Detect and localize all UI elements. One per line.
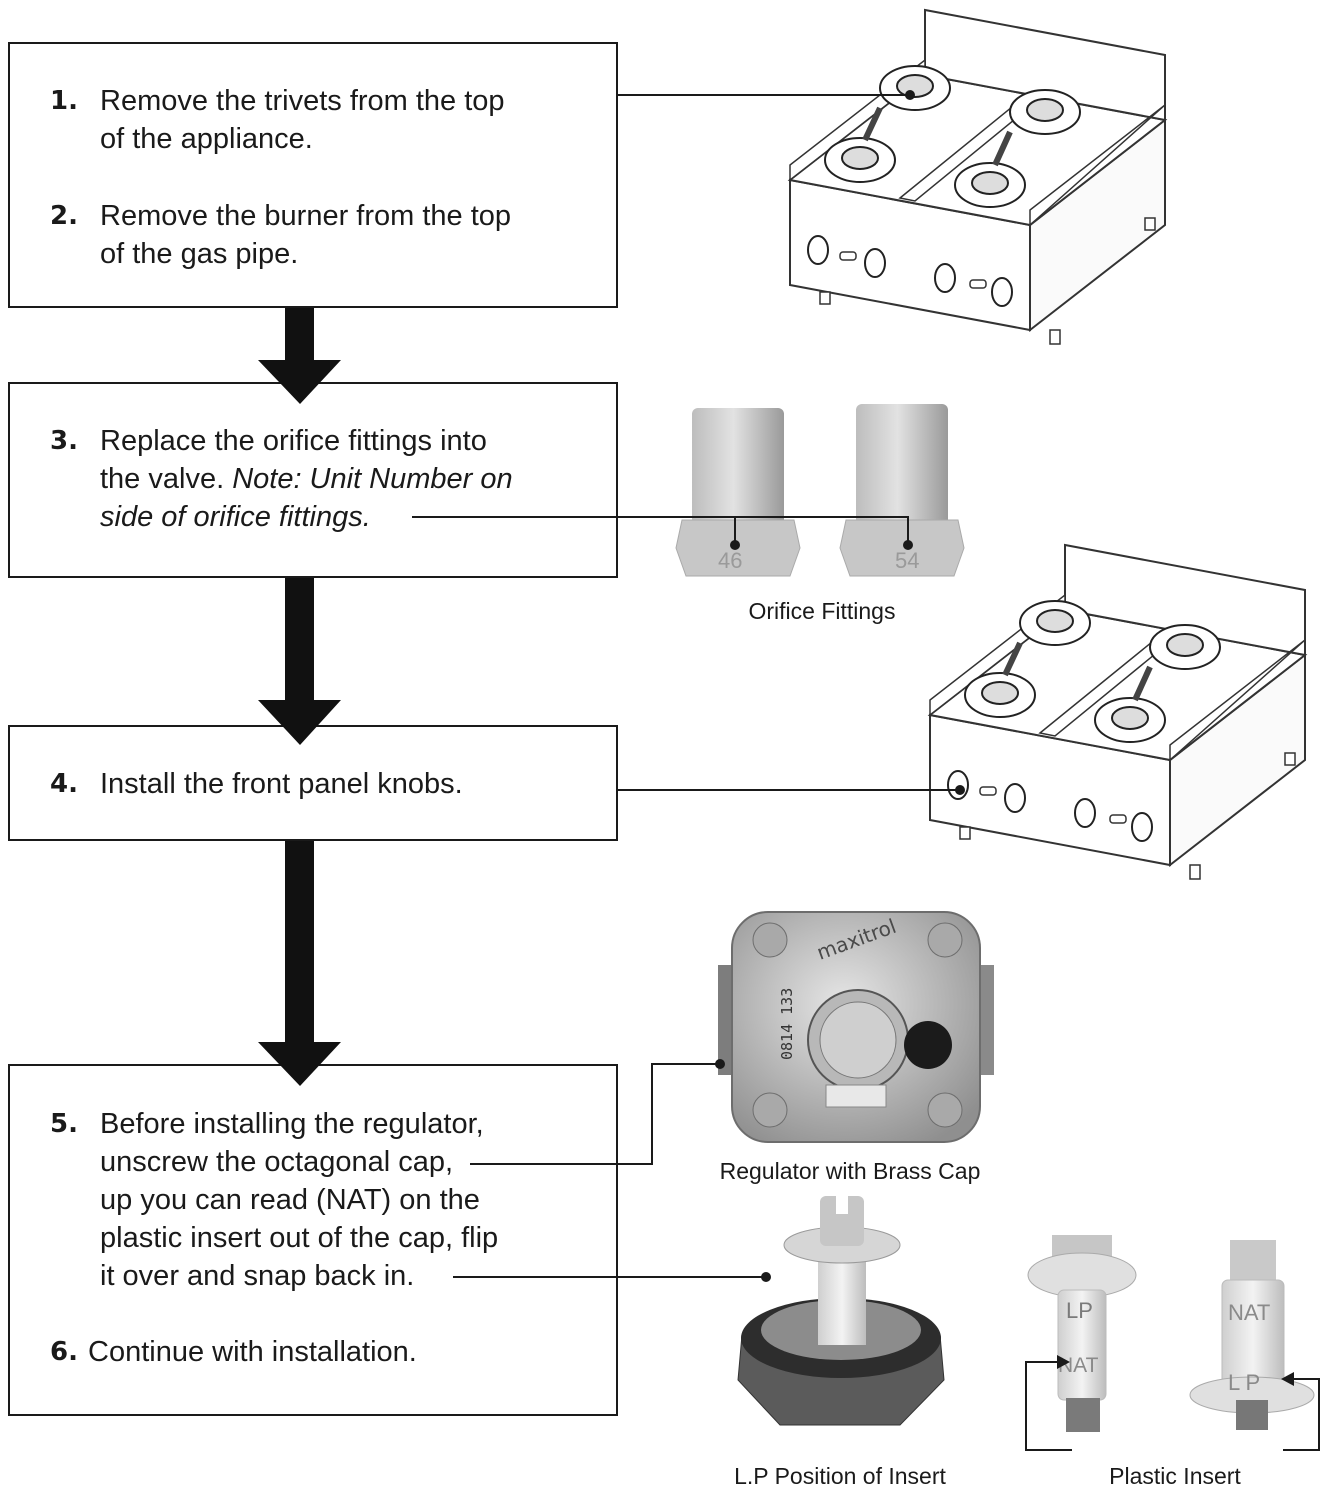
step-note-italic: side of orifice fittings. <box>100 501 371 533</box>
leader-dots <box>715 90 965 1282</box>
plastic-insert-left-image: LP NAT <box>1027 1235 1137 1432</box>
step-text: unscrew the octagonal cap, <box>100 1146 454 1178</box>
step-text: Remove the trivets from the top <box>100 85 505 117</box>
insert-label-nat: NAT <box>1058 1354 1099 1377</box>
fitting-number-right: 54 <box>895 548 919 573</box>
leader-lines <box>412 94 1320 1451</box>
step-text-normal: the valve. <box>100 463 233 495</box>
caption-regulator: Regulator with Brass Cap <box>719 1158 981 1184</box>
step-number: 1. <box>50 86 78 116</box>
step-box-3 <box>8 382 618 578</box>
step-text: the valve. Note: Unit Number on <box>100 460 513 498</box>
step-number: 2. <box>50 201 78 231</box>
fitting-number-left: 46 <box>718 548 742 573</box>
insert-label-lp-right: L P <box>1228 1370 1260 1395</box>
step-number: 5. <box>50 1109 78 1139</box>
step-text: it over and snap back in. <box>100 1260 415 1292</box>
caption-orifice-fittings: Orifice Fittings <box>748 598 896 624</box>
step-text: up you can read (NAT) on the <box>100 1184 480 1216</box>
orifice-fitting-right <box>839 404 965 577</box>
cooktop-middle-image <box>930 545 1305 879</box>
regulator-image: maxitrol 0814 133 <box>718 911 994 1143</box>
regulator-serial: 0814 133 <box>778 988 796 1060</box>
cap-with-insert-image <box>737 1196 945 1426</box>
step-box-5-6 <box>8 1064 618 1416</box>
cooktop-top-image <box>790 10 1165 344</box>
step-note: side of orifice fittings. <box>100 498 371 536</box>
plastic-insert-right-image: NAT L P <box>1189 1240 1315 1430</box>
step-number: 4. <box>50 769 78 799</box>
down-arrow <box>258 841 341 1086</box>
down-arrow <box>258 308 341 404</box>
step-text: Replace the orifice fittings into <box>100 425 487 457</box>
step-text: of the gas pipe. <box>100 238 299 270</box>
step-text: Continue with installation. <box>88 1336 417 1368</box>
insert-label-nat-right: NAT <box>1228 1300 1270 1325</box>
leader-arrowheads <box>1057 1355 1294 1386</box>
step-text: Remove the burner from the top <box>100 200 512 232</box>
step-number: 3. <box>50 426 78 456</box>
insert-label-lp: LP <box>1066 1298 1093 1323</box>
step-text: Before installing the regulator, <box>100 1108 484 1140</box>
step-text: Install the front panel knobs. <box>100 768 463 800</box>
step-text: of the appliance. <box>100 123 313 155</box>
caption-lp-position: L.P Position of Insert <box>734 1463 946 1489</box>
down-arrow <box>258 578 341 745</box>
step-box-4 <box>8 725 618 841</box>
step-box-1-2 <box>8 42 618 308</box>
caption-plastic-insert: Plastic Insert <box>1109 1463 1241 1489</box>
step-note: Note: Unit Number on <box>232 463 513 495</box>
step-text: plastic insert out of the cap, flip <box>100 1222 499 1254</box>
step-number: 6. <box>50 1337 78 1367</box>
